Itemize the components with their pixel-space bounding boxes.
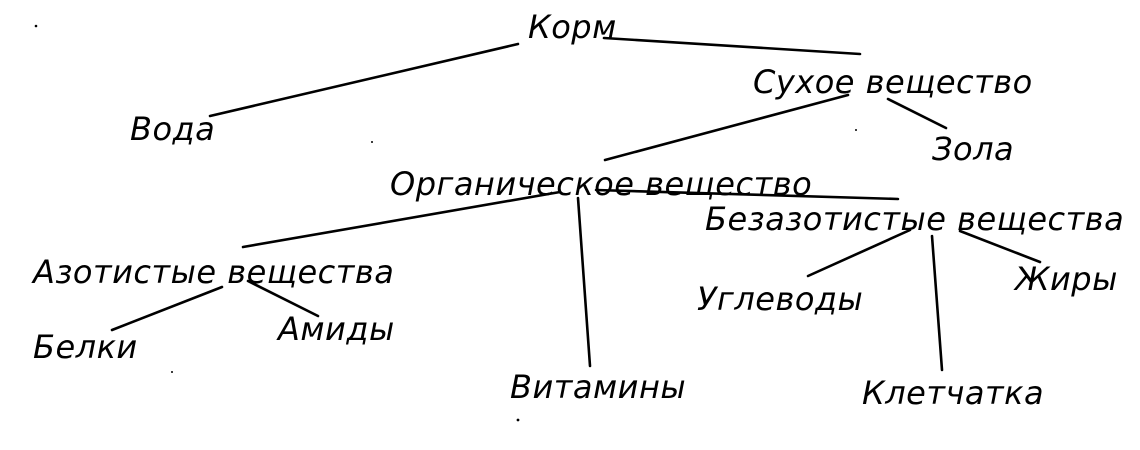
scan-speck <box>171 371 173 373</box>
node-zhiry: Жиры <box>1013 260 1118 298</box>
edge-organicheskoe-bezazotistye <box>594 188 900 201</box>
node-kletchatka: Клетчатка <box>862 374 1044 412</box>
node-azotistye-veshchestva: Азотистые вещества <box>31 253 394 291</box>
node-vitaminy: Витамины <box>510 368 686 406</box>
node-uglevody: Углеводы <box>697 280 863 318</box>
node-belki: Белки <box>33 328 138 366</box>
scan-speck <box>34 24 38 28</box>
tree-edges <box>110 36 1042 372</box>
edge-azotistye-belki <box>110 285 224 332</box>
node-bezazotistye-veshchestva: Безазотистые вещества <box>705 200 1124 238</box>
node-sukhoe-veshchestvo: Сухое вещество <box>753 63 1033 101</box>
edge-organicheskoe-vitaminy <box>576 196 592 368</box>
edge-bezazotistye-kletchatka <box>930 234 944 372</box>
scan-speck <box>516 418 520 422</box>
node-amidy: Амиды <box>276 310 395 348</box>
scan-specks <box>34 24 857 422</box>
node-zola: Зола <box>932 130 1014 168</box>
edge-organicheskoe-azotistye <box>241 190 562 249</box>
edge-sukhoe-zola <box>886 97 948 130</box>
tree-nodes: Корм Вода Сухое вещество Зола Органическ… <box>31 8 1124 412</box>
scan-speck <box>855 129 857 131</box>
edge-korm-voda <box>208 42 520 118</box>
node-organicheskoe-veshchestvo: Органическое вещество <box>390 165 812 203</box>
edge-sukhoe-organicheskoe <box>603 93 850 162</box>
edge-bezazotistye-uglevody <box>806 228 912 278</box>
edge-bezazotistye-zhiry <box>958 229 1042 264</box>
scan-speck <box>371 141 373 143</box>
node-voda: Вода <box>130 110 215 148</box>
edge-azotistye-amidy <box>246 279 320 318</box>
node-korm: Корм <box>528 8 617 46</box>
edge-korm-sukhoe <box>602 36 862 56</box>
